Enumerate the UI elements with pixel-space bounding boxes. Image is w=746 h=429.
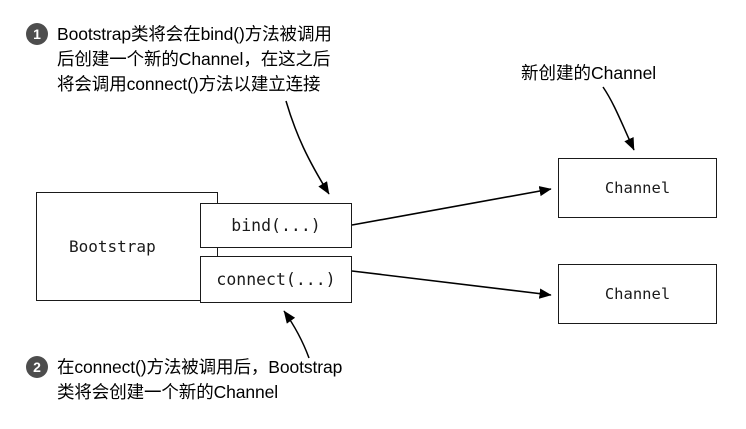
connect-method-box-label: connect(...)	[216, 270, 336, 289]
step-number-badge-2: 2	[26, 356, 48, 378]
callout-step-2-text: 在connect()方法被调用后，Bootstrap 类将会创建一个新的Chan…	[57, 357, 343, 402]
channel-box-bottom-label: Channel	[604, 285, 671, 303]
channel-box-top-label: Channel	[604, 179, 671, 197]
arrow-callout2-to-connect	[283, 310, 310, 359]
bootstrap-class-box-label: Bootstrap	[69, 237, 156, 256]
bind-method-box-label: bind(...)	[231, 216, 321, 235]
arrow-connect-to-channel-bottom	[351, 270, 552, 299]
callout-step-1-text: Bootstrap类将会在bind()方法被调用 后创建一个新的Channel，…	[57, 24, 332, 94]
callout-step-2: 2 在connect()方法被调用后，Bootstrap 类将会创建一个新的Ch…	[26, 355, 406, 405]
arrow-callout1-to-bind	[285, 100, 330, 195]
channel-box-bottom: Channel	[558, 264, 717, 324]
arrow-bind-to-channel-top	[351, 186, 552, 226]
channel-box-top: Channel	[558, 158, 717, 218]
step-number-badge-1: 1	[26, 23, 48, 45]
callout-step-1: 1 Bootstrap类将会在bind()方法被调用 后创建一个新的Channe…	[26, 22, 386, 97]
bootstrap-class-box: Bootstrap	[36, 192, 218, 301]
new-channel-label: 新创建的Channel	[521, 63, 657, 83]
bind-method-box: bind(...)	[200, 203, 352, 248]
arrow-label-to-channel-top	[602, 86, 635, 151]
connect-method-box: connect(...)	[200, 256, 352, 303]
